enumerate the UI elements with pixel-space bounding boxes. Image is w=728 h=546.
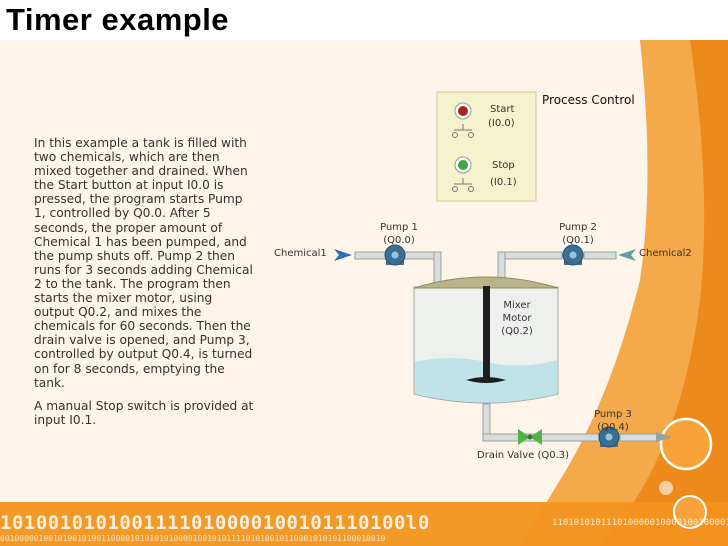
start-label: Start [490, 104, 515, 115]
process-control-title: Process Control [542, 93, 635, 107]
description-paragraph: In this example a tank is filled with tw… [34, 136, 253, 390]
slide-content: In this example a tank is filled with tw… [0, 40, 728, 546]
description-text: In this example a tank is filled with tw… [34, 136, 254, 436]
pump1-icon [384, 244, 406, 266]
binary-decoration: 1010010101001111010000100101110100l0 [0, 512, 430, 534]
pump2-label: Pump 2 [559, 222, 597, 233]
tank-lid [413, 276, 559, 289]
binary-decoration-low: 0010000010010100101001100001010101010000… [0, 534, 386, 543]
stop-label: Stop [492, 160, 515, 171]
chemical2-label: Chemical2 [639, 248, 692, 259]
pump3-address: (Q0.4) [597, 422, 629, 433]
mixer-blade [466, 377, 506, 383]
orange-swoosh-dark [600, 40, 728, 546]
slide-title: Timer example [6, 2, 230, 37]
start-address: (I0.0) [488, 118, 515, 129]
deco-circle-small [659, 481, 673, 495]
chemical1-label: Chemical1 [274, 248, 327, 259]
deco-circle-large [659, 417, 713, 471]
description-paragraph: A manual Stop switch is provided at inpu… [34, 398, 254, 427]
drain-valve-label: Drain Valve (Q0.3) [477, 450, 570, 461]
deco-circle-mid [673, 495, 707, 529]
stop-switch-icon [452, 178, 474, 192]
stop-address: (I0.1) [490, 177, 517, 188]
pump1-label: Pump 1 [380, 222, 418, 233]
title-bar: Timer example [0, 0, 728, 40]
pump3-label: Pump 3 [594, 409, 632, 420]
mixer-address: (Q0.2) [501, 326, 533, 337]
binary-strip [0, 502, 728, 546]
start-button-light [458, 106, 468, 116]
process-control-panel [436, 91, 537, 202]
pump3-icon [598, 426, 620, 448]
chemical1-arrow-icon [334, 249, 352, 261]
drain-valve-icon [518, 429, 542, 445]
mixer-label-line2: Motor [502, 313, 532, 324]
pump2-address: (Q0.1) [562, 235, 594, 246]
pump1-address: (Q0.0) [383, 235, 415, 246]
stop-button-light [458, 160, 468, 170]
mixer-label-line1: Mixer [503, 300, 531, 311]
diagram-canvas [0, 40, 728, 546]
outlet-arrow-icon [656, 432, 672, 442]
chemical2-arrow-icon [618, 249, 636, 261]
mixer-shaft [483, 286, 490, 380]
binary-decoration-small: 11010101011101000001000010010000110100 [552, 518, 728, 528]
pump2-icon [562, 244, 584, 266]
start-switch-icon [452, 124, 474, 138]
